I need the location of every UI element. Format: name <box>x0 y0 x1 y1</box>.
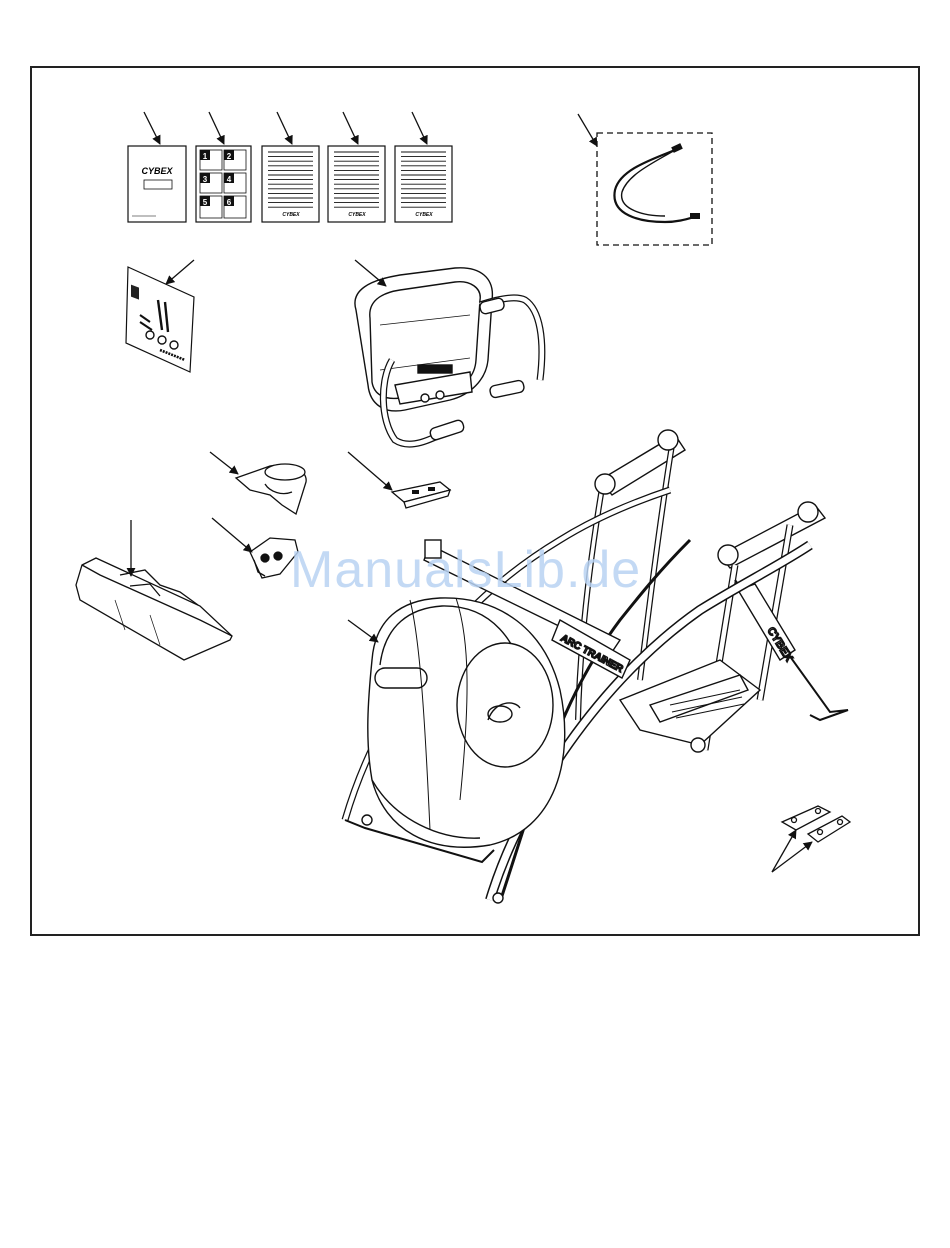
svg-text:5: 5 <box>203 198 208 207</box>
callout-arrow <box>144 112 160 144</box>
svg-text:6: 6 <box>227 198 232 207</box>
callout-arrow <box>166 260 194 284</box>
sheet-brand-text: CYBEX <box>282 212 300 218</box>
callout-arrow <box>412 112 427 144</box>
document-icon: CYBEX <box>328 146 385 222</box>
callout-arrow <box>277 112 292 144</box>
svg-text:3: 3 <box>203 175 208 184</box>
callout-arrow <box>578 114 597 146</box>
cup-holder-icon <box>236 464 306 514</box>
callout-arrow <box>210 452 238 474</box>
document-icon: CYBEX <box>395 146 452 222</box>
console-icon <box>355 268 542 444</box>
manual-brand-text: CYBEX <box>141 166 173 176</box>
callout-arrow <box>212 518 252 552</box>
sheet-brand-text: CYBEX <box>415 212 433 218</box>
document-icon: CYBEX <box>262 146 319 222</box>
callout-arrow <box>209 112 224 144</box>
front-cover-icon <box>76 558 232 660</box>
numbered-grid-icon: 1 2 3 4 5 6 <box>196 146 251 222</box>
callout-arrow <box>772 842 812 872</box>
cable-icon <box>597 133 712 245</box>
callout-arrow <box>355 260 386 286</box>
bracket-icon <box>392 482 450 508</box>
svg-text:2: 2 <box>227 152 232 161</box>
watermark-text: ManualsLib.de <box>290 540 670 610</box>
svg-text:1: 1 <box>203 152 208 161</box>
callout-arrow <box>772 830 796 872</box>
callout-arrow <box>348 620 378 642</box>
callout-arrow <box>343 112 358 144</box>
svg-text:4: 4 <box>227 175 232 184</box>
manual-cover-icon: CYBEX <box>128 146 186 222</box>
callout-arrow <box>348 452 392 490</box>
hardware-card-icon <box>126 267 194 372</box>
sheet-brand-text: CYBEX <box>348 212 366 218</box>
